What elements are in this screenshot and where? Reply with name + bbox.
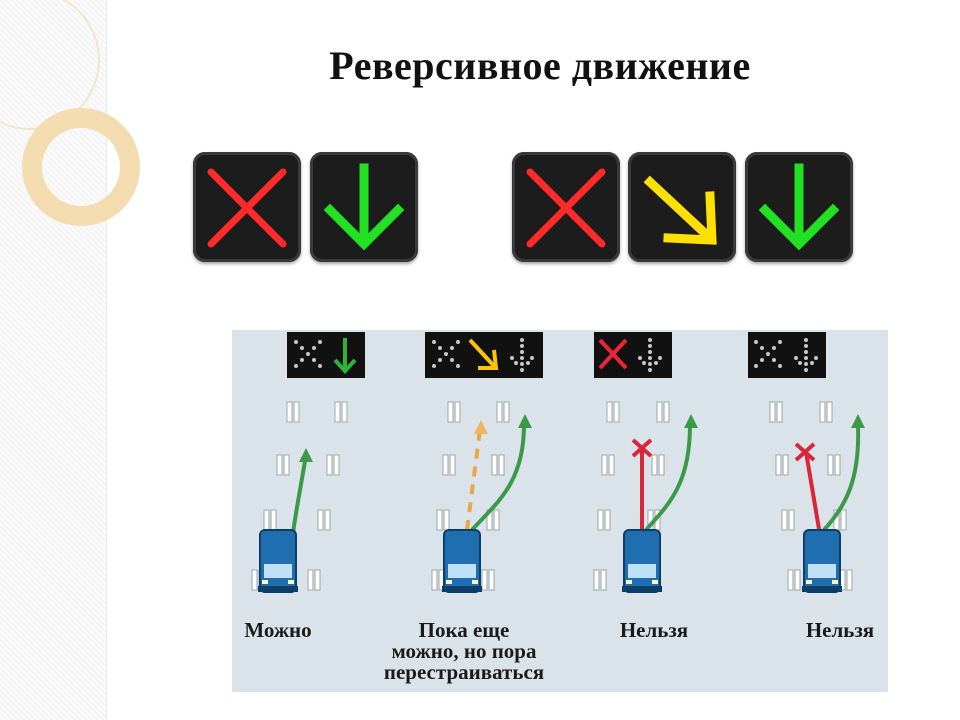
illustration-panel <box>232 330 888 692</box>
scene-4-path <box>822 424 861 532</box>
scene-1-signal-box <box>287 332 365 378</box>
caption-3: Нельзя <box>619 618 689 642</box>
scene-4-blocked-path <box>804 451 822 536</box>
scene-2-path <box>470 424 526 532</box>
scene-3-car <box>621 529 663 593</box>
caption-4: Нельзя <box>805 618 875 642</box>
yellow-diagonal-arrow-signal <box>628 152 736 262</box>
caption-1: Можно <box>244 618 312 642</box>
green-down-arrow-icon <box>758 163 840 251</box>
scene-4 <box>748 332 865 593</box>
page-title: Реверсивное движение <box>329 43 751 88</box>
scene-1-car <box>257 529 299 593</box>
caption-2-line-2: можно, но пора <box>391 639 537 663</box>
red-cross-icon <box>207 168 287 248</box>
caption-2: Пока еще можно, но пора перестраиваться <box>350 620 578 683</box>
yellow-diagonal-arrow-icon <box>643 175 717 245</box>
scene-1-green-arrow-icon <box>333 338 357 374</box>
scene-3-path <box>644 424 692 532</box>
red-cross-signal <box>193 152 301 262</box>
scene-2-dashed-path <box>465 429 482 531</box>
scene-2-car <box>441 529 483 593</box>
caption-2-line-1: Пока еще <box>418 618 510 642</box>
green-down-arrow-icon <box>323 163 405 251</box>
decorative-ring <box>22 108 140 226</box>
lane-scenes-illustration <box>251 332 865 593</box>
scene-4-signal-box <box>748 332 826 378</box>
scene-3-signal-box <box>594 332 672 378</box>
red-cross-icon <box>526 168 606 248</box>
scene-3 <box>593 332 698 593</box>
scene-1-path <box>290 454 308 541</box>
scene-2 <box>425 332 543 593</box>
scene-2-yellow-arrow-icon <box>468 338 499 370</box>
caption-2-line-3: перестраиваться <box>383 660 545 684</box>
scene-1 <box>251 332 365 593</box>
green-down-arrow-signal <box>310 152 418 262</box>
scene-3-red-cross-icon <box>598 338 628 370</box>
red-cross-signal-2 <box>512 152 620 262</box>
scene-4-car <box>801 529 843 593</box>
green-down-arrow-signal-2 <box>745 152 853 262</box>
